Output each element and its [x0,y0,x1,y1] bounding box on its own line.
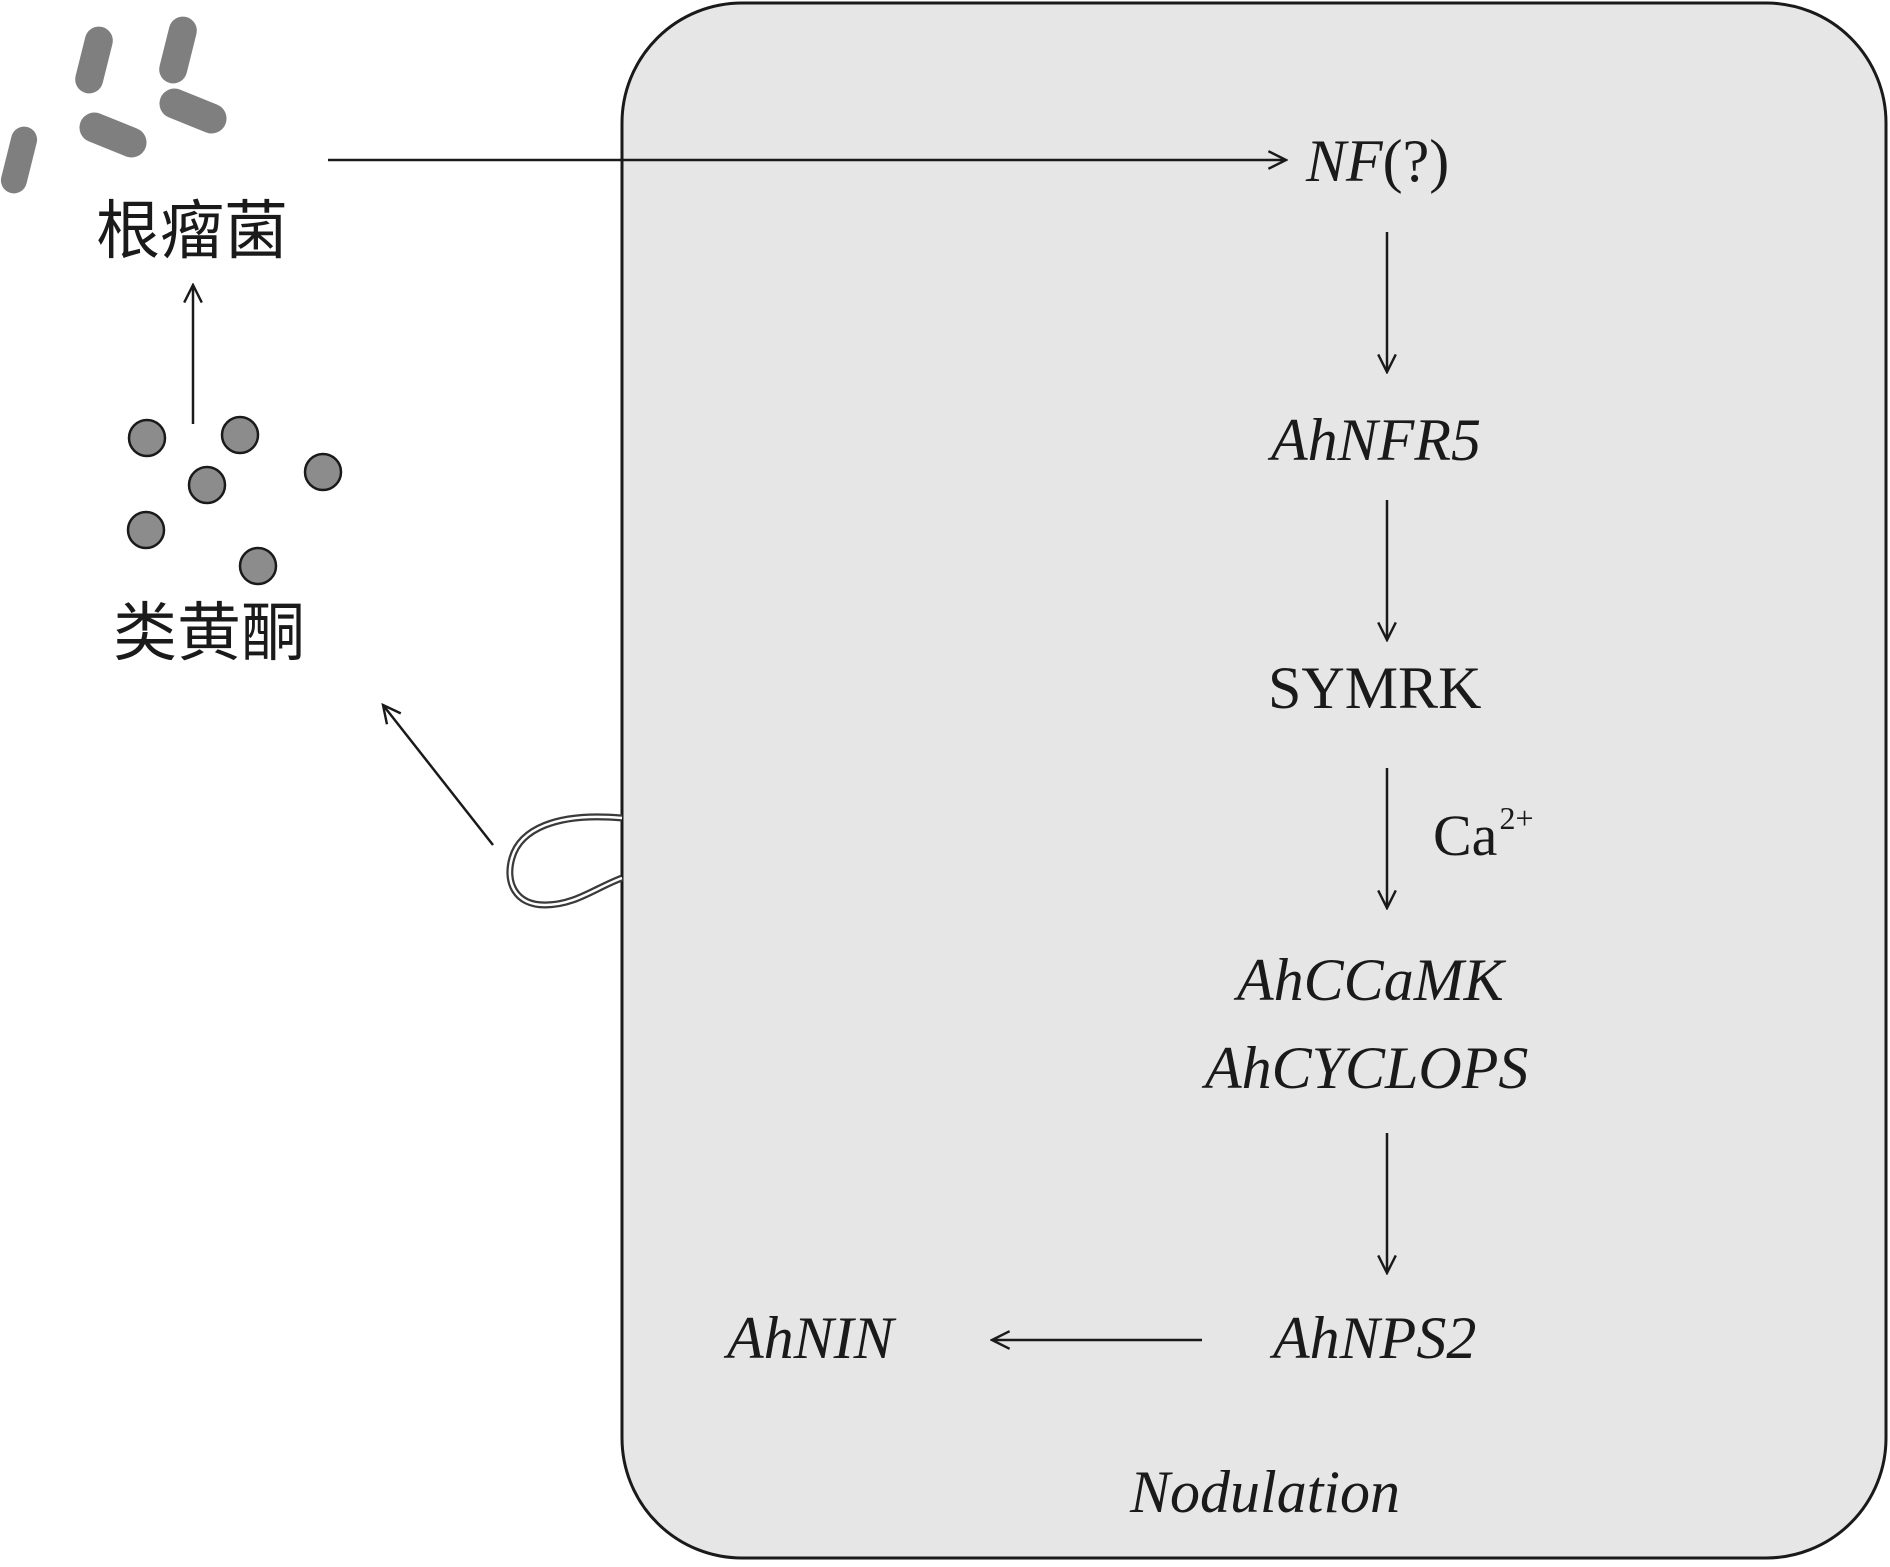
symrk-label: SYMRK [1268,655,1482,721]
flavonoid-molecule [127,418,167,458]
flavonoids-label: 类黄酮 [113,598,305,669]
calcium-charge: 2+ [1499,800,1534,836]
flavonoid-molecule [303,452,343,492]
calcium-symbol: Ca [1433,803,1498,868]
root-hair-icon [506,813,624,909]
bacterium-rod [159,16,197,84]
flavonoid-dot-icons [126,415,343,586]
rhizobia-label: 根瘤菌 [96,196,288,267]
flavonoid-molecule [220,415,260,455]
nf-italic: NF [1306,128,1383,194]
bacterium-rod [159,88,227,134]
rhizobia-rod-icons [0,16,227,194]
flavonoid-molecule [187,465,227,505]
nf-suffix: (?) [1382,128,1450,194]
ahccamk-label: AhCCaMK [1237,947,1504,1013]
ahcyclops-label: AhCYCLOPS [1205,1035,1529,1101]
calcium-label: Ca2+ [1433,802,1533,865]
bacterium-rod [79,112,147,158]
ahnps2-label: AhNPS2 [1273,1305,1477,1371]
arrow-roothair-to-flavonoids [383,705,494,846]
bacterium-rod [75,26,113,94]
ahnin-label: AhNIN [727,1305,894,1371]
nf-label: NF(?) [1306,131,1449,191]
flavonoid-molecule [126,510,166,550]
flavonoid-molecule [238,546,278,586]
plant-cell [620,1,1888,1560]
ahnfr5-label: AhNFR5 [1271,407,1481,473]
bacterium-rod [0,126,38,194]
nodulation-label: Nodulation [1130,1459,1401,1525]
